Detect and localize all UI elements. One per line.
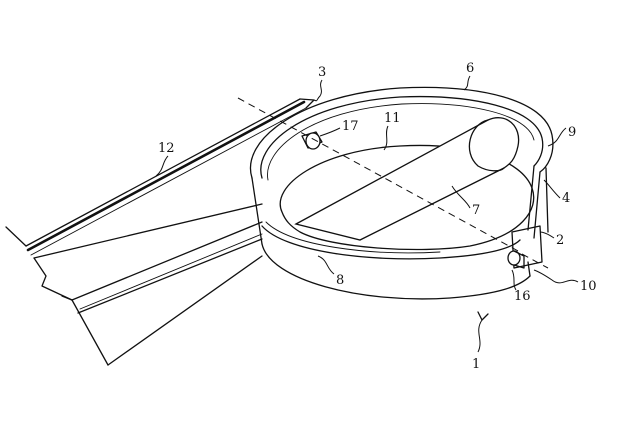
leader-lines [155,75,579,353]
ring-housing [249,86,554,300]
label-9: 9 [568,125,576,140]
label-4: 4 [562,191,570,206]
pin-17 [301,131,323,150]
label-2: 2 [556,233,564,248]
label-3: 3 [318,65,326,80]
cylinder-roller [294,117,520,241]
label-8: 8 [336,273,344,288]
label-7: 7 [472,203,480,218]
label-6: 6 [466,61,474,76]
reference-labels: 3 6 9 4 2 10 16 7 11 17 12 8 1 [158,61,597,372]
label-12: 12 [158,141,175,156]
pin-16 [507,250,525,269]
inner-floor [279,144,535,251]
label-11: 11 [384,111,401,126]
label-10: 10 [580,279,597,294]
label-1: 1 [472,357,480,372]
label-17: 17 [342,119,359,134]
label-16: 16 [514,289,531,304]
axis-lines [237,97,549,269]
